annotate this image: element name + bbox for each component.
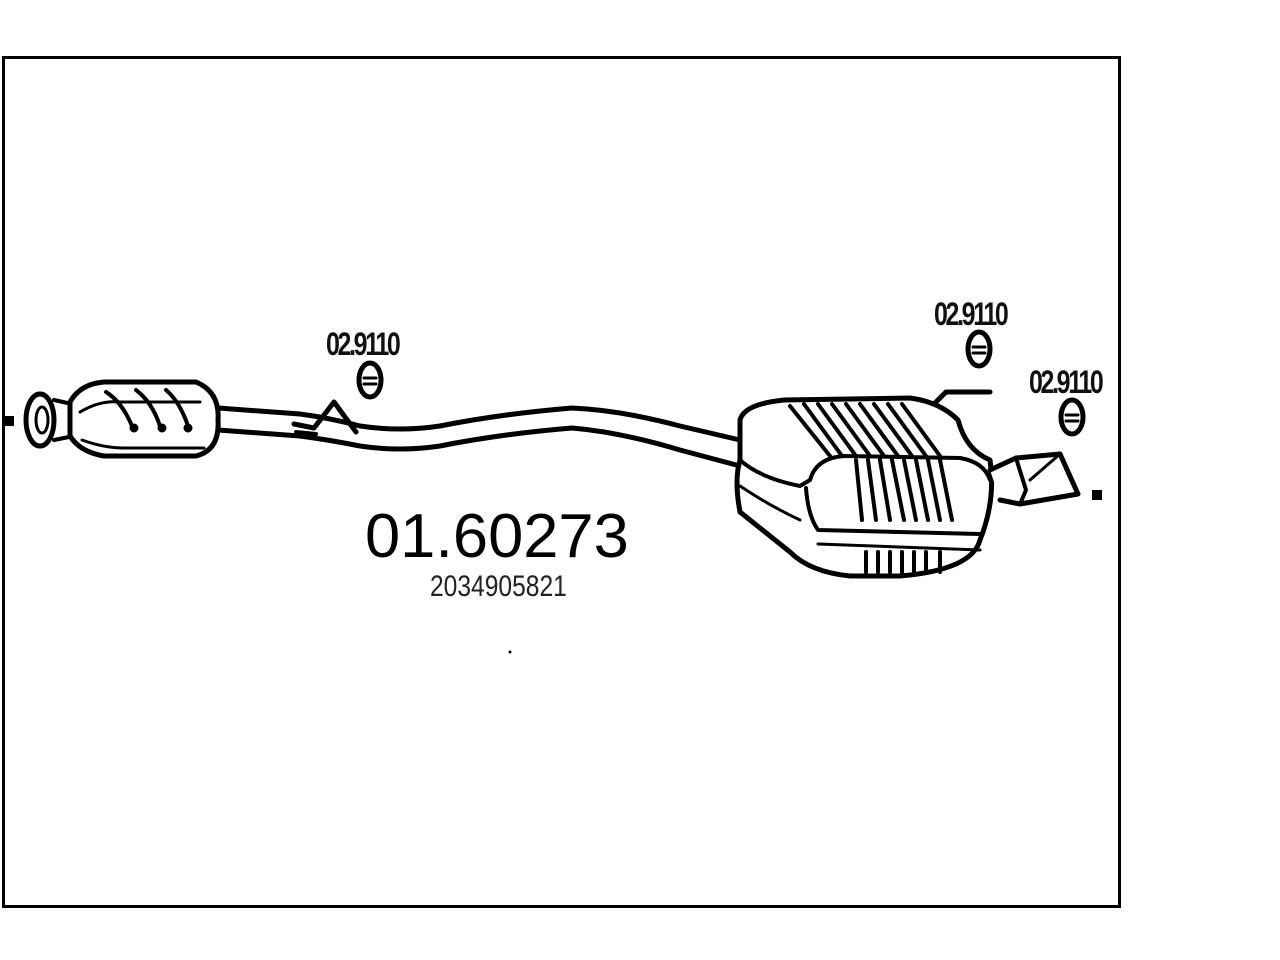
rubber-hanger-icon [356,360,384,400]
part-number: 01.60273 [365,502,629,571]
rear-silencer [734,389,995,579]
oe-reference-number: 2034905821 [430,570,567,603]
hanger-part-label: 02.9110 [934,296,1009,332]
middle-pipe [215,405,743,469]
tailpipe [987,451,1102,507]
rubber-hanger-icon [1058,397,1086,437]
hanger-part-label: 02.9110 [1029,364,1104,400]
pipe-hanger-bracket [291,399,359,436]
front-silencer [67,379,221,459]
front-flange [4,391,76,449]
hanger-part-label: 02.9110 [326,326,401,362]
rubber-hanger-icon [965,329,993,369]
